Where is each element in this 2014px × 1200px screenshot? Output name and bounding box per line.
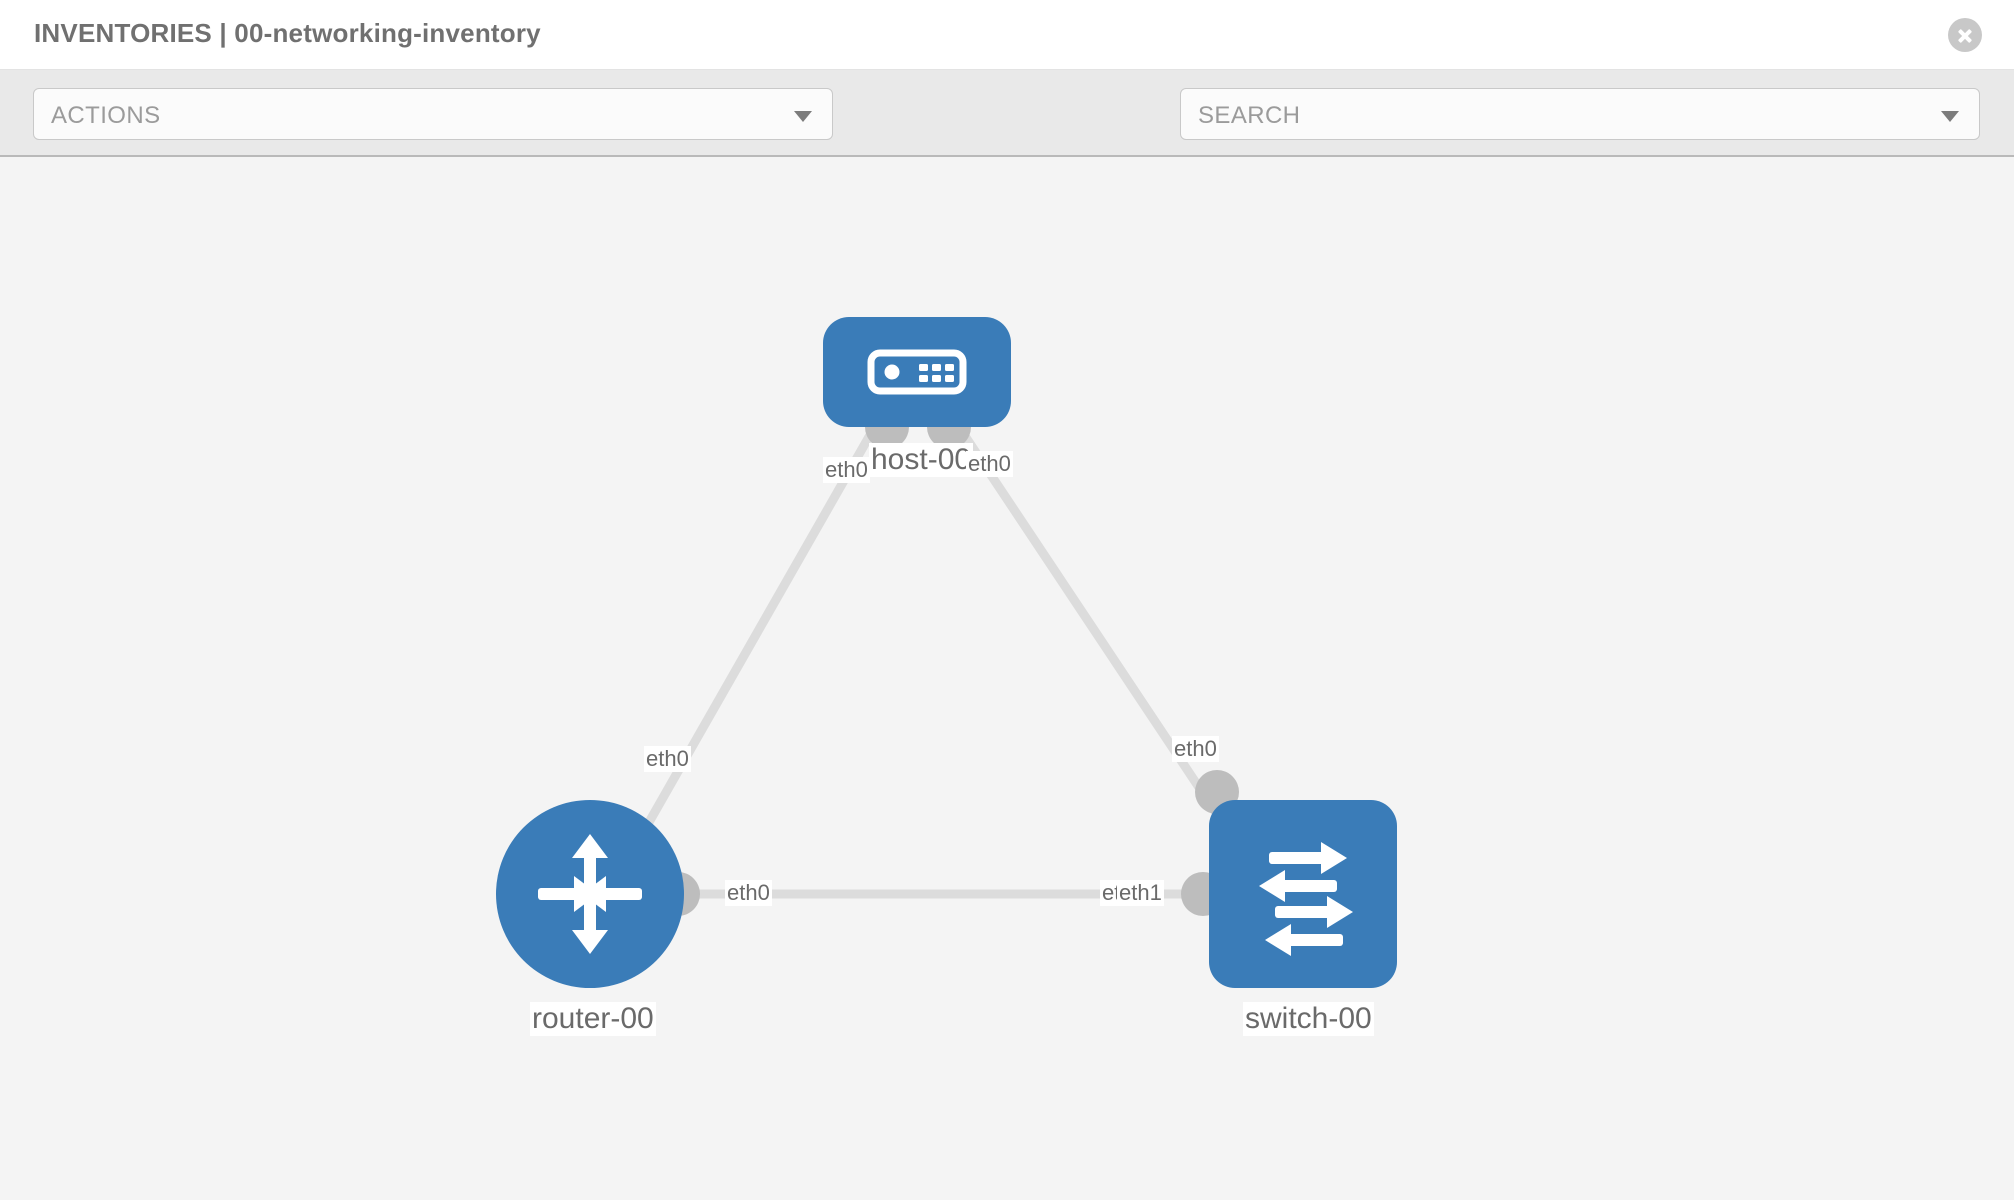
chevron-down-icon (1941, 111, 1959, 122)
iface-label-host-right: eth0 (966, 451, 1013, 477)
node-label-router-00: router-00 (530, 1002, 656, 1036)
node-router-00[interactable] (496, 800, 700, 988)
iface-label-switch-left-b: eth1 (1117, 880, 1164, 906)
actions-dropdown-label: ACTIONS (51, 102, 161, 129)
server-icon (823, 317, 1011, 427)
link-host-switch (950, 416, 1237, 842)
router-icon (496, 800, 684, 988)
actions-dropdown[interactable]: ACTIONS (33, 88, 833, 140)
node-router-00-shape[interactable] (496, 800, 684, 988)
iface-label-switch-up: eth0 (1172, 736, 1219, 762)
page-header: INVENTORIES | 00-networking-inventory (0, 0, 2014, 70)
node-host-00-shape[interactable] (823, 317, 1011, 427)
topology-links (623, 416, 1237, 899)
iface-label-host-left: eth0 (823, 457, 870, 483)
search-placeholder: SEARCH (1198, 102, 1301, 129)
node-label-host-00: host-00 (869, 443, 974, 477)
node-label-switch-00: switch-00 (1243, 1002, 1374, 1036)
chevron-down-icon (794, 111, 812, 122)
toolbar: ACTIONS SEARCH (0, 70, 2014, 202)
node-switch-00[interactable] (1181, 770, 1397, 988)
page-title: INVENTORIES | 00-networking-inventory (34, 18, 541, 48)
close-icon[interactable] (1948, 18, 1982, 52)
node-switch-00-shape[interactable] (1209, 800, 1397, 988)
iface-label-router-right: eth0 (725, 880, 772, 906)
topology-canvas[interactable]: eth0 host-00 eth0 (0, 159, 2014, 1200)
switch-icon (1209, 800, 1397, 988)
node-host-00[interactable] (823, 317, 1011, 449)
link-host-router (623, 416, 883, 864)
search-input[interactable]: SEARCH (1180, 88, 1980, 140)
iface-label-router-up: eth0 (644, 746, 691, 772)
